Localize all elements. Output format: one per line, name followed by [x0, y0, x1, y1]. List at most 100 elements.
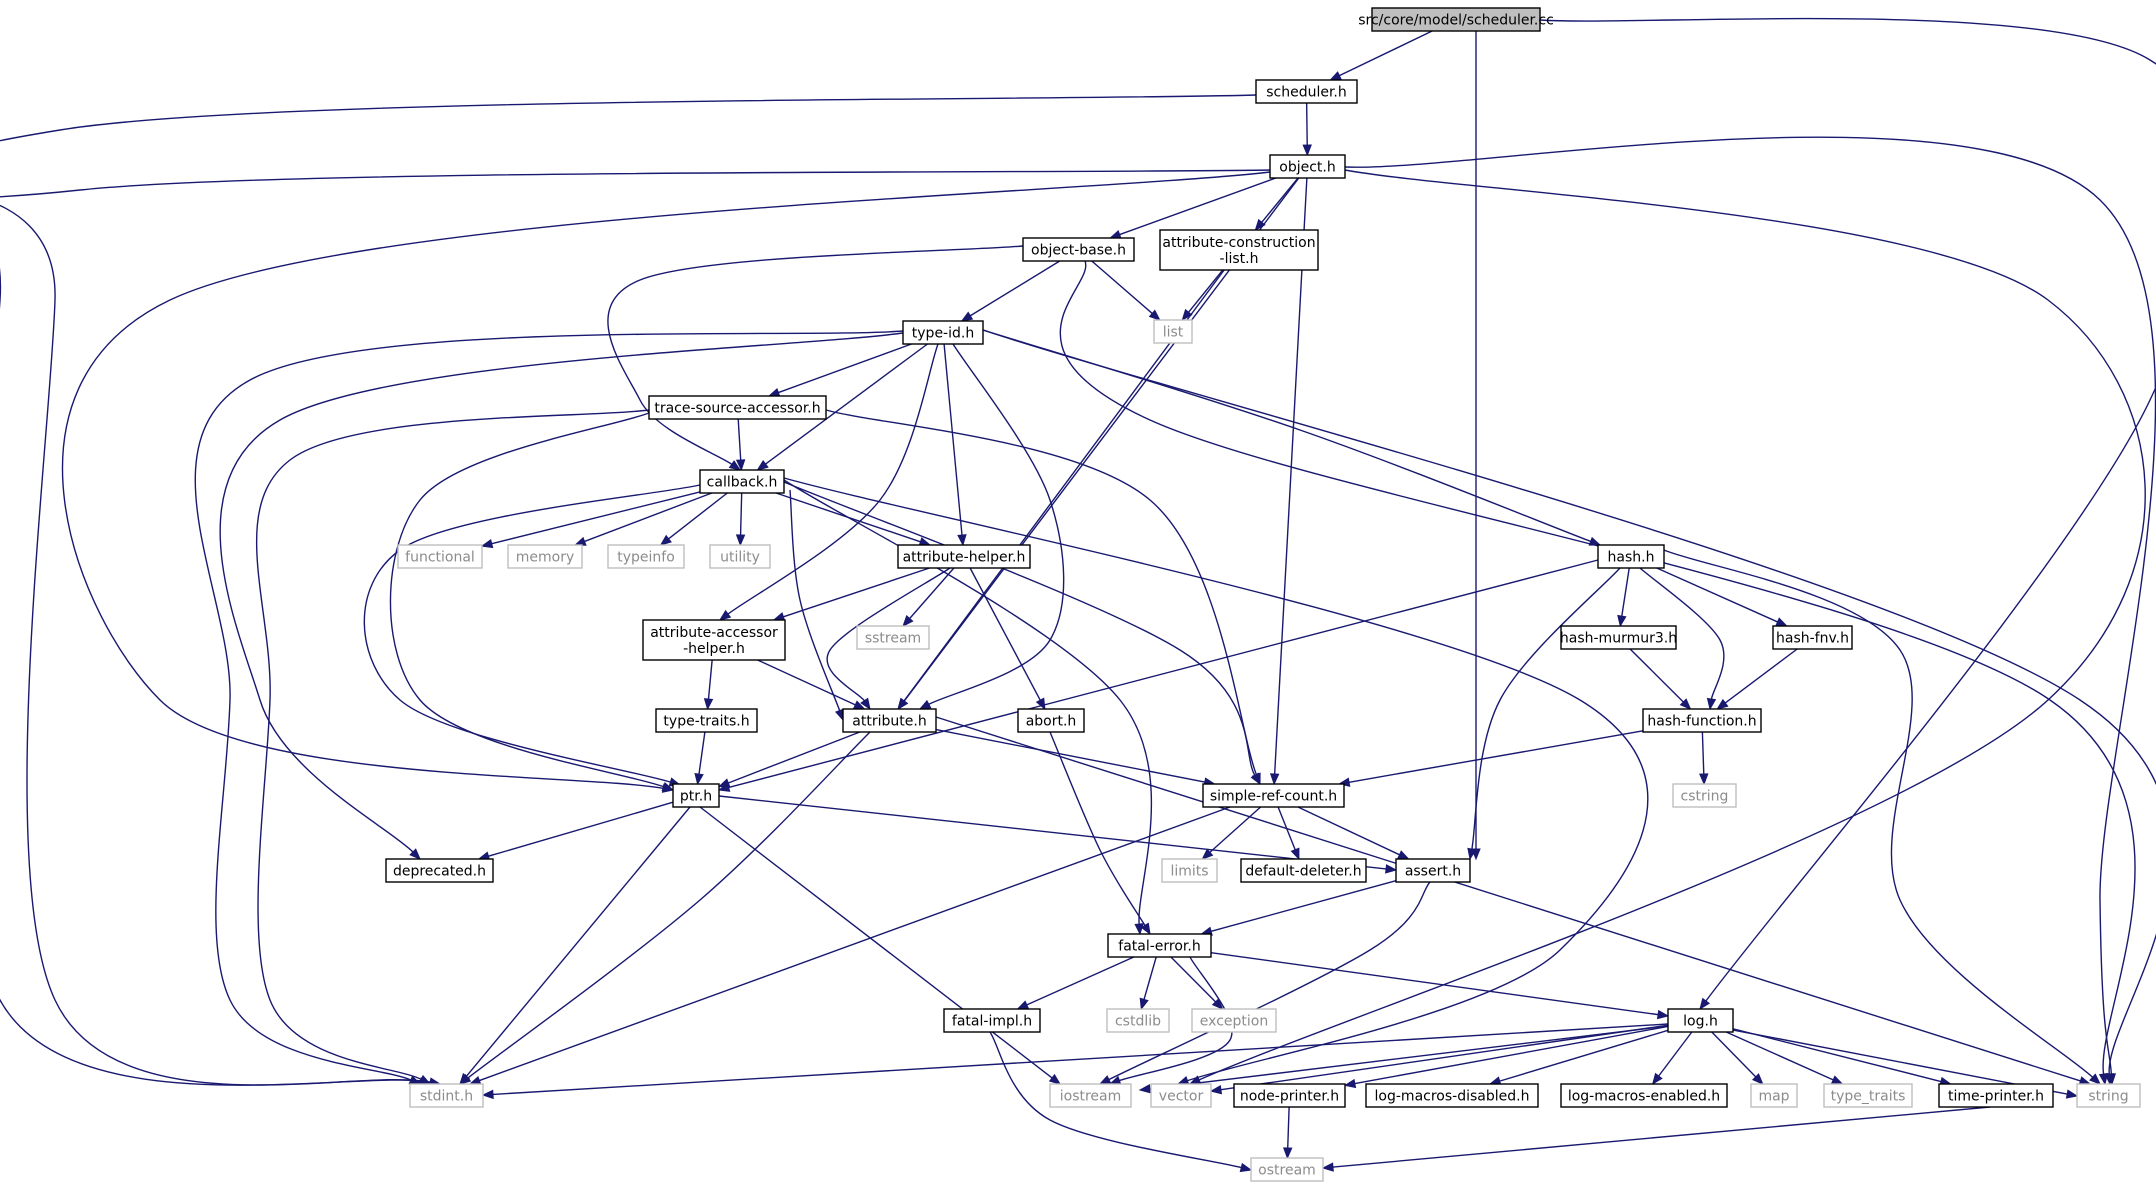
node-label: sstream — [865, 631, 921, 647]
edge-trace_src_h-to-callback_h — [735, 418, 746, 472]
edge-line — [1344, 136, 2156, 1075]
edge-line — [1471, 567, 1621, 850]
node-attr-acc-helper-h[interactable]: attribute-accessor-helper.h — [642, 619, 786, 661]
node-label: time-printer.h — [1948, 1089, 2044, 1105]
node-abort-h[interactable]: abort.h — [1017, 708, 1085, 733]
node-box — [1202, 783, 1345, 808]
arrowhead — [1385, 864, 1398, 874]
edge-fatal_error_h-to-exception — [1170, 956, 1224, 1010]
edge-line — [825, 409, 1258, 775]
node-object-base-h[interactable]: object-base.h — [1022, 237, 1135, 262]
node-log-macros-dis-h[interactable]: log-macros-disabled.h — [1365, 1083, 1539, 1108]
node-box — [2076, 1083, 2141, 1108]
edge-callback_h-to-simple_ref_count_h — [783, 481, 1261, 786]
edge-line — [1701, 731, 1705, 775]
node-callback-h[interactable]: callback.h — [699, 469, 785, 494]
node-label: log-macros-enabled.h — [1568, 1089, 1720, 1105]
edge-line — [1210, 951, 1659, 1016]
node-box — [1106, 1008, 1170, 1033]
arrowhead — [767, 387, 781, 397]
edge-ptr_h-to-deprecated_h — [477, 801, 674, 861]
arrowhead — [1651, 1072, 1663, 1086]
edge-attr_acc_helper_h-to-type_traits_h — [703, 659, 714, 711]
node-default-deleter-h[interactable]: default-deleter.h — [1240, 858, 1367, 883]
dependency-edges — [0, 17, 2156, 1173]
node-type-traits-h[interactable]: type-traits.h — [655, 708, 758, 733]
edge-line — [1188, 269, 1224, 313]
node-trace-src-h[interactable]: trace-source-accessor.h — [648, 395, 827, 420]
node-hash-fnv-h[interactable]: hash-fnv.h — [1772, 625, 1853, 650]
node-box — [607, 544, 685, 569]
edge-trace_src_h-to-stdint_h — [255, 409, 650, 1085]
node-ptr-h[interactable]: ptr.h — [672, 783, 720, 808]
arrowhead — [2104, 1073, 2114, 1086]
node-label: map — [1758, 1089, 1789, 1105]
arrowhead — [1321, 1162, 1334, 1172]
node-type-id-h[interactable]: type-id.h — [902, 320, 984, 345]
edge-hash_h-to-string — [1663, 549, 2101, 1085]
node-scheduler-cc[interactable]: src/core/model/scheduler.cc — [1358, 7, 1554, 32]
edge-line — [1119, 177, 1277, 236]
node-cstdlib: cstdlib — [1106, 1008, 1170, 1033]
node-log-macros-en-h[interactable]: log-macros-enabled.h — [1560, 1083, 1728, 1108]
node-fatal-error-h[interactable]: fatal-error.h — [1107, 933, 1212, 958]
arrowhead — [960, 311, 974, 322]
arrowhead — [2098, 1072, 2109, 1086]
arrowhead — [2089, 1073, 2101, 1085]
arrowhead — [1397, 850, 1410, 860]
node-label: typeinfo — [617, 550, 675, 566]
edge-line — [969, 567, 1041, 701]
node-label: default-deleter.h — [1245, 864, 1361, 880]
edge-line — [1332, 1106, 1991, 1168]
edge-object_base_h-to-string — [1059, 260, 2136, 1086]
node-attribute-h[interactable]: attribute.h — [842, 708, 937, 733]
node-box — [1560, 625, 1677, 650]
node-label: fatal-error.h — [1118, 939, 1200, 955]
edge-line — [1049, 731, 1146, 926]
edge-callback_h-to-functional — [480, 491, 701, 549]
edge-type_id_h-to-attribute_h — [918, 343, 1065, 710]
node-box — [1772, 625, 1853, 650]
node-time-printer-h[interactable]: time-printer.h — [1938, 1083, 2054, 1108]
arrowhead — [1016, 1000, 1030, 1010]
node-hash-h[interactable]: hash.h — [1597, 544, 1665, 569]
edge-log_h-to-map — [1711, 1031, 1764, 1085]
node-vector: vector — [1150, 1083, 1212, 1108]
edge-type_traits_h-to-ptr_h — [694, 731, 706, 786]
node-fatal-impl-h[interactable]: fatal-impl.h — [943, 1008, 1041, 1033]
node-node-printer-h[interactable]: node-printer.h — [1233, 1083, 1346, 1108]
edge-line — [1143, 956, 1157, 1000]
arrowhead — [1201, 848, 1214, 860]
node-attr-cons-list-h[interactable]: attribute-construction-list.h — [1159, 229, 1319, 271]
node-object-h[interactable]: object.h — [1269, 154, 1346, 179]
edge-hash_function_h-to-cstring — [1699, 731, 1709, 786]
node-assert-h[interactable]: assert.h — [1395, 858, 1471, 883]
node-box — [699, 469, 785, 494]
node-label: simple-ref-count.h — [1210, 789, 1337, 805]
edge-scheduler_cc-to-scheduler_h — [1329, 30, 1433, 81]
node-log-h[interactable]: log.h — [1667, 1008, 1734, 1033]
node-hash-function-h[interactable]: hash-function.h — [1642, 708, 1762, 733]
edge-line — [1091, 260, 1153, 314]
edge-line — [1287, 1106, 1290, 1149]
edge-line — [1656, 567, 1778, 623]
edge-callback_h-to-fatal_error_h — [783, 479, 1153, 936]
node-scheduler-h[interactable]: scheduler.h — [1255, 79, 1358, 104]
node-attr-helper-h[interactable]: attribute-helper.h — [897, 544, 1031, 569]
edge-line — [1261, 177, 1299, 223]
edge-line — [737, 418, 742, 461]
node-deprecated-h[interactable]: deprecated.h — [385, 858, 494, 883]
node-functional: functional — [397, 544, 483, 569]
edge-line — [943, 343, 963, 536]
edge-line — [1725, 1031, 1834, 1081]
edge-line — [1724, 648, 1798, 704]
node-simple-ref-count-h[interactable]: simple-ref-count.h — [1202, 783, 1345, 808]
arrowhead — [1181, 308, 1193, 322]
edge-line — [1209, 806, 1262, 853]
edge-line — [783, 479, 1153, 925]
edge-hash_h-to-assert_h — [1467, 567, 1621, 861]
node-label: type_traits — [1831, 1089, 1906, 1105]
edge-line — [1297, 806, 1400, 856]
arrowhead — [1048, 1073, 1062, 1085]
node-hash-murmur3-h[interactable]: hash-murmur3.h — [1560, 625, 1677, 650]
